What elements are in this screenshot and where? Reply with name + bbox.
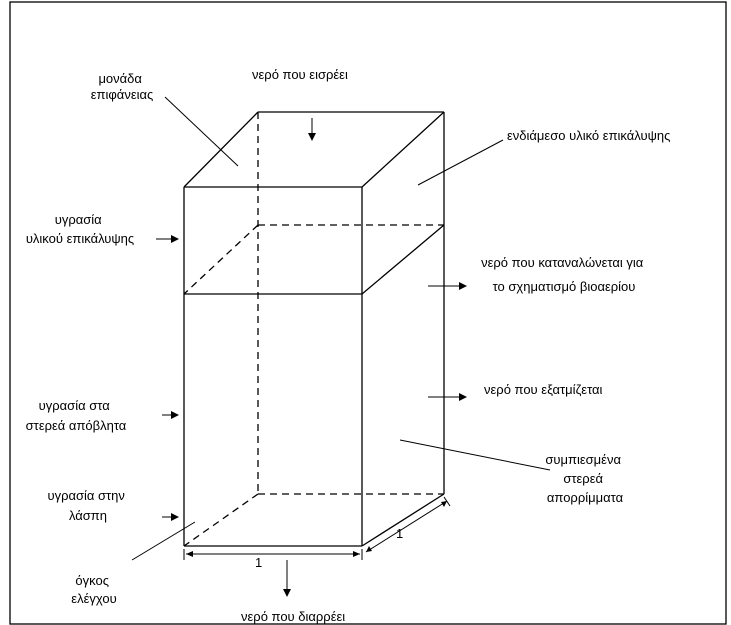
evaporated-water-label: νερό που εξατμίζεται <box>484 382 603 397</box>
control-volume-leader <box>131 521 196 561</box>
depth-dimension: 1 <box>365 496 451 553</box>
unit-surface-leader <box>164 96 239 167</box>
compacted-waste-label: συμπιεσμένα στερεά απορρίμματα <box>545 452 624 505</box>
control-volume-box <box>183 111 445 547</box>
water-outflow-label: νερό που διαρρέει <box>241 609 345 624</box>
width-dimension: 1 <box>183 549 363 570</box>
sludge-moisture-label: υγρασία στην λάσπη <box>47 488 128 523</box>
hidden-edges <box>183 112 444 547</box>
flow-arrows <box>156 118 467 597</box>
unit-surface-label: μονάδα επιφάνειας <box>91 71 154 102</box>
intermediate-cover-label: ενδιάμεσο υλικό επικάλυψης <box>507 128 670 143</box>
figure-frame <box>9 1 727 625</box>
width-dimension-label: 1 <box>255 555 262 570</box>
solid-waste-moisture-label: υγρασία στα στερεά απόβλητα <box>26 398 127 433</box>
intermediate-cover-leader <box>417 139 504 186</box>
water-inflow-label: νερό που εισρέει <box>252 67 348 82</box>
control-volume-label: όγκος ελέγχου <box>71 573 116 606</box>
compacted-waste-leader <box>399 439 551 471</box>
depth-dimension-label: 1 <box>396 526 403 541</box>
biogas-water-label: νερό που καταναλώνεται για το σχηματισμό… <box>481 255 647 294</box>
cover-moisture-label: υγρασία υλικού επικάλυψης <box>26 212 134 246</box>
